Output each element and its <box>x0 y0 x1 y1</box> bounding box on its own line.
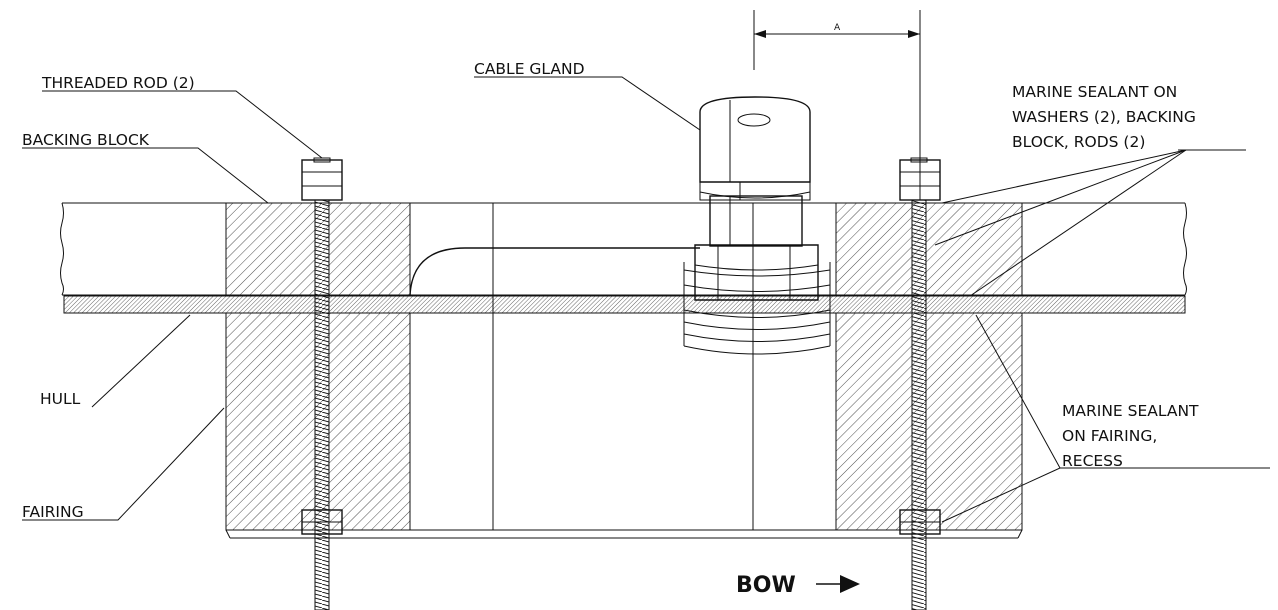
hull-plate <box>63 295 1186 314</box>
fairing-label: FAIRING <box>22 503 84 521</box>
backing-block <box>60 202 1187 296</box>
cable-gland-label: CABLE GLAND <box>474 60 585 78</box>
transducer-cable <box>409 247 700 297</box>
sealant-washers-line3: BLOCK, RODS (2) <box>1012 133 1145 151</box>
sealant-washers-line2: WASHERS (2), BACKING <box>1012 108 1196 126</box>
sealant-fairing-line1: MARINE SEALANT <box>1062 402 1199 420</box>
threaded-rod-left <box>301 157 343 610</box>
arrow-right-icon <box>840 575 860 593</box>
hull-label: HULL <box>40 390 81 408</box>
backing-block-label: BACKING BLOCK <box>22 131 150 149</box>
threaded-rod-label: THREADED ROD (2) <box>41 74 195 92</box>
threaded-rod-right <box>899 157 941 610</box>
sealant-washers-line1: MARINE SEALANT ON <box>1012 83 1177 101</box>
sealant-fairing-line2: ON FAIRING, <box>1062 427 1157 445</box>
bow-indicator: BOW <box>736 573 860 598</box>
dimension-a: A <box>753 10 921 200</box>
bow-label: BOW <box>736 573 796 598</box>
leader-lines <box>22 76 1270 523</box>
cable-gland <box>683 96 831 355</box>
sealant-fairing-line3: RECESS <box>1062 452 1123 470</box>
dimension-label: A <box>834 23 841 33</box>
